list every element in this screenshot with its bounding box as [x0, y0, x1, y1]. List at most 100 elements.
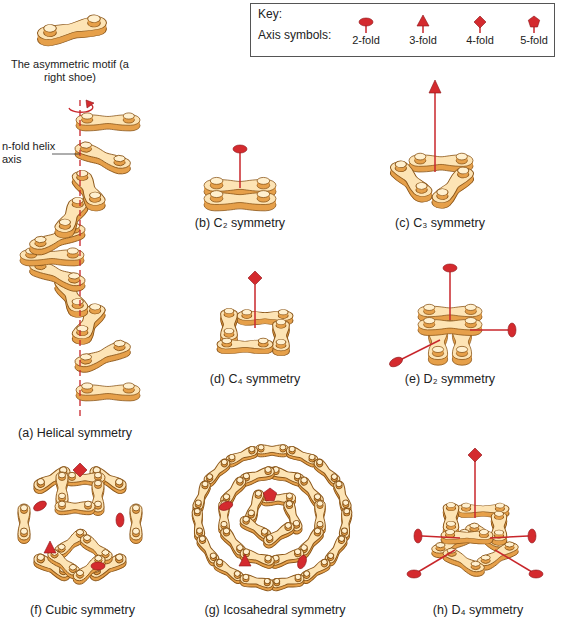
shoe-part — [56, 472, 68, 504]
two-fold-symbol — [443, 264, 457, 272]
shoe-motif — [418, 318, 482, 336]
shoe-motif — [491, 511, 507, 545]
shoe-part — [195, 481, 209, 506]
shoe-part — [327, 535, 346, 559]
shoe-part — [258, 445, 286, 450]
shoe-motif — [76, 113, 140, 131]
shoe-part — [222, 476, 244, 500]
shoe-part — [428, 166, 477, 205]
annotation: n-fold helix axis — [2, 140, 56, 166]
axis-line — [239, 152, 241, 188]
shoe-part — [255, 445, 289, 454]
axis-line — [449, 272, 451, 320]
leader-line — [52, 154, 80, 155]
shoe-part — [222, 527, 244, 551]
legend-item: 4-fold — [452, 14, 508, 46]
shoe-motif — [18, 504, 30, 544]
arrow-head — [86, 100, 94, 108]
shoe-part — [270, 574, 305, 589]
panel-caption: (b) C₂ symmetry — [140, 216, 340, 231]
shoe-part — [133, 505, 140, 535]
shoe-part — [222, 338, 268, 343]
shoe-part — [247, 490, 262, 517]
three-fold-symbol — [239, 554, 251, 566]
legend-label: 3-fold — [395, 34, 451, 46]
shoe-part — [446, 529, 489, 534]
shoe-part — [288, 446, 316, 461]
shoe-motif — [70, 170, 108, 213]
axis-line — [254, 285, 256, 328]
shoe-part — [276, 319, 286, 344]
shoe-part — [262, 521, 297, 547]
shoe-motif — [387, 160, 436, 205]
diamond-symbol — [474, 16, 486, 28]
shoe-part — [194, 508, 203, 533]
four-fold-symbol — [248, 271, 262, 285]
shoe-part — [59, 501, 92, 507]
shoe-part — [69, 472, 102, 478]
shoe-part — [21, 505, 28, 535]
three-fold-symbol — [44, 541, 56, 553]
shoe-part — [440, 547, 488, 573]
key-heading: Key: — [258, 7, 282, 21]
shoe-part — [446, 503, 455, 527]
shoe-part — [42, 14, 102, 33]
key-text: Axis symbols: — [258, 28, 331, 42]
shoe-part — [192, 507, 206, 538]
shoe-part — [443, 503, 459, 532]
shoe-motif — [239, 574, 274, 592]
shoe-part — [258, 446, 286, 451]
axis-line — [400, 340, 440, 360]
axis-line — [474, 460, 476, 518]
shoe-motif — [255, 445, 289, 457]
panel-caption: (d) C₄ symmetry — [155, 372, 355, 387]
shoe-part — [387, 160, 436, 199]
shoe-part — [95, 480, 102, 506]
shoe-motif — [76, 383, 140, 401]
shoe-part — [216, 558, 242, 577]
axis-symbol — [413, 14, 433, 34]
shoe-part — [75, 170, 102, 200]
shoe-motif — [239, 548, 276, 570]
two-fold-symbol — [218, 500, 234, 512]
shoe-part — [445, 547, 482, 567]
panel-caption: (h) D₄ symmetry — [380, 603, 576, 618]
legend-label: 5-fold — [506, 34, 562, 46]
shoe-part — [341, 509, 350, 534]
axis-line — [495, 550, 532, 572]
shoe-motif — [34, 14, 109, 48]
shoe-part — [273, 320, 290, 351]
shoe-part — [242, 310, 288, 315]
axis-line — [422, 536, 460, 538]
shoe-part — [192, 480, 212, 512]
shoe-part — [78, 141, 127, 163]
shoe-part — [34, 15, 109, 42]
legend-item: 5-fold — [506, 14, 562, 46]
three-fold-symbol — [429, 80, 441, 93]
five-fold-symbol — [263, 488, 276, 501]
annotation: The asymmetric motif (a right shoe) — [10, 58, 130, 84]
shoe-motif — [428, 166, 477, 211]
shoe-part — [242, 466, 272, 479]
shoe-part — [300, 527, 322, 551]
shoe-motif — [130, 504, 142, 544]
four-fold-symbol — [468, 448, 482, 462]
triangle-symbol — [417, 15, 429, 26]
ellipse-symbol — [359, 18, 373, 26]
shoe-part — [335, 481, 349, 506]
shoe-motif — [55, 501, 95, 515]
shoe-part — [332, 480, 352, 512]
two-fold-symbol — [116, 513, 124, 527]
shoe-part — [228, 447, 256, 462]
shoe-part — [435, 166, 471, 197]
two-fold-symbol — [414, 529, 422, 543]
panel-caption: (a) Helical symmetry — [0, 426, 150, 441]
legend-item: 2-fold — [338, 14, 394, 46]
shoe-part — [462, 503, 505, 508]
panel-caption: (f) Cubic symmetry — [0, 603, 165, 618]
pentagon-symbol — [528, 16, 539, 27]
two-fold-symbol — [296, 554, 308, 570]
shoe-part — [210, 191, 269, 198]
